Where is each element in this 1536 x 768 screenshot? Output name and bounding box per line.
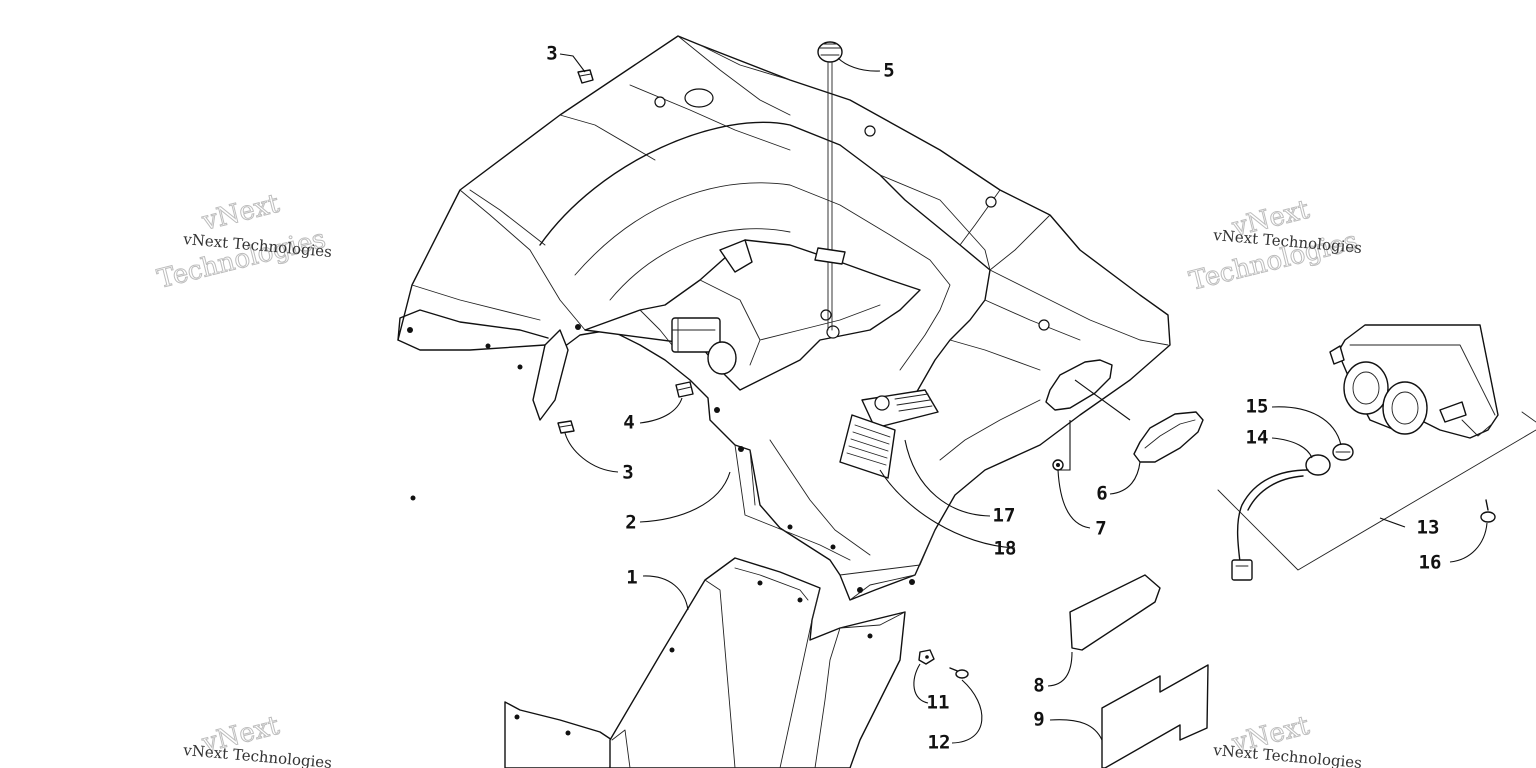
watermark-left-bottom: vNext vNext Technologies	[182, 710, 333, 768]
part-cap-5	[814, 41, 846, 331]
part-splash-panel	[504, 557, 906, 768]
part-taillight-13	[1217, 324, 1536, 571]
watermark-right-bottom: vNext vNext Technologies	[1212, 710, 1363, 768]
part-rear-fender	[397, 35, 1171, 601]
callout-7: 7	[1095, 518, 1106, 540]
callout-3-top: 3	[546, 43, 557, 65]
callout-6: 6	[1096, 483, 1107, 505]
callout-3-lower: 3	[622, 462, 633, 484]
part-reflector-6	[1133, 411, 1204, 463]
leader-lines	[559, 53, 1488, 744]
callout-13: 13	[1417, 517, 1440, 539]
watermark-left-top: vNext Technologies vNext Technologies	[154, 188, 333, 295]
svg-text:vNext: vNext	[198, 189, 282, 237]
callout-2: 2	[625, 512, 636, 534]
callout-4: 4	[623, 412, 634, 434]
callout-5: 5	[883, 60, 894, 82]
callout-14: 14	[1246, 427, 1269, 449]
part-pad-9	[1101, 664, 1209, 768]
part-socket-harness-14	[1231, 454, 1331, 581]
part-clip-4	[675, 381, 694, 398]
part-bulb-15	[1332, 443, 1354, 461]
callout-16: 16	[1419, 552, 1442, 574]
part-nut-11	[918, 649, 935, 665]
callout-12: 12	[928, 732, 951, 754]
part-bolt-12	[949, 667, 969, 679]
part-nut-7	[1052, 459, 1064, 471]
part-clip-lower	[557, 420, 575, 434]
warning-label-18	[839, 414, 896, 479]
callout-17: 17	[993, 505, 1016, 527]
callout-labels: 3 5 4 3 2 1 17 18 6 7 8 9 11 12 13 14 15…	[546, 43, 1441, 754]
warning-label-17	[861, 389, 939, 429]
callout-11: 11	[927, 692, 950, 714]
part-pad-8	[1069, 574, 1161, 651]
watermark-right-top: vNext Technologies vNext Technologies	[1186, 194, 1363, 297]
callout-9: 9	[1033, 709, 1044, 731]
callout-1: 1	[626, 567, 637, 589]
callout-15: 15	[1246, 396, 1269, 418]
callout-8: 8	[1033, 675, 1044, 697]
callout-18: 18	[994, 538, 1017, 560]
part-clip-top	[577, 69, 594, 84]
part-screw-16	[1480, 499, 1496, 523]
